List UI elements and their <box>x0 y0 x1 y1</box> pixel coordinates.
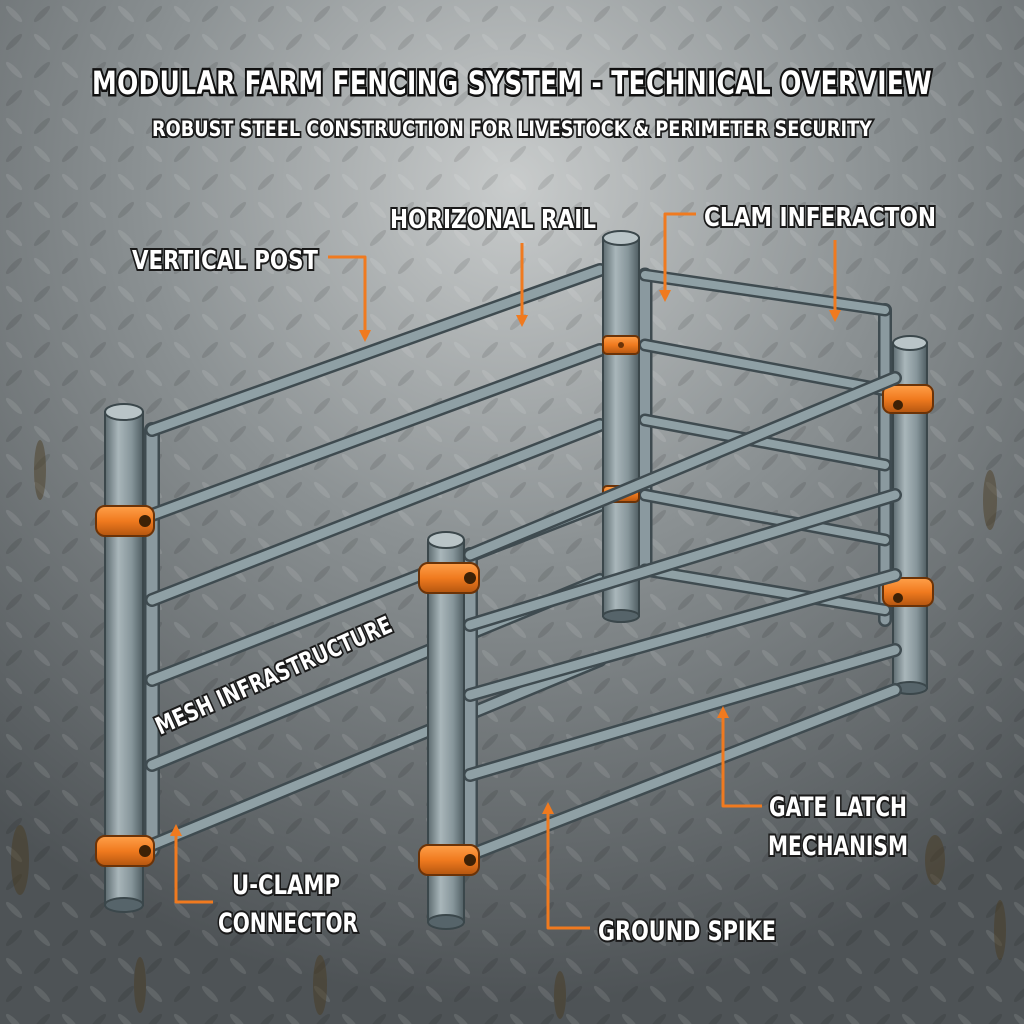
label-gate-latch-line2: MECHANISM <box>768 831 908 862</box>
right-post-clamps <box>882 384 934 607</box>
leader-lines <box>174 212 837 930</box>
horizontal-rail <box>147 420 605 605</box>
gate-rail <box>465 645 900 780</box>
page-subtitle: ROBUST STEEL CONSTRUCTION FOR LIVESTOCK … <box>152 117 873 141</box>
horizontal-rail <box>641 566 889 614</box>
horizontal-rail <box>147 655 605 850</box>
leader-gate-latch <box>721 710 762 808</box>
label-vertical-post: VERTICAL POST <box>132 246 318 276</box>
gate-rail <box>465 570 900 700</box>
left-post-clamps <box>95 505 155 867</box>
horizontal-rail <box>641 416 889 469</box>
gate-rail <box>465 490 900 630</box>
label-ground-spike: GROUND SPIKE <box>598 916 776 947</box>
leader-ground-spike <box>546 806 590 930</box>
horizontal-rail <box>147 345 605 520</box>
leader-vertical-post <box>328 255 367 338</box>
gate-post-clamps <box>418 562 480 876</box>
gate-rail <box>465 373 900 560</box>
back-right-panel <box>637 267 892 627</box>
gate-rail <box>465 685 900 860</box>
rust-stains <box>11 440 1006 1019</box>
leader-clamp-interaction <box>663 212 696 298</box>
leader-u-clamp <box>174 828 213 904</box>
horizontal-rail <box>641 341 889 394</box>
leader-arrowheads <box>170 290 841 836</box>
label-gate-latch-line1: GATE LATCH <box>769 792 907 823</box>
label-clamp-interaction: CLAM INFERACTON <box>704 203 936 233</box>
front-gate-panel <box>462 371 902 868</box>
label-u-clamp-line2: CONNECTOR <box>218 908 358 939</box>
horizontal-rail <box>641 491 889 544</box>
label-u-clamp-line1: U-CLAMP <box>232 870 340 901</box>
horizontal-rail <box>147 265 605 435</box>
horizontal-rail <box>641 271 889 314</box>
left-post <box>104 403 144 913</box>
page-title: MODULAR FARM FENCING SYSTEM - TECHNICAL … <box>92 64 932 102</box>
label-horizontal-rail: HORIZONAL RAIL <box>390 205 596 235</box>
center-post <box>602 230 640 623</box>
